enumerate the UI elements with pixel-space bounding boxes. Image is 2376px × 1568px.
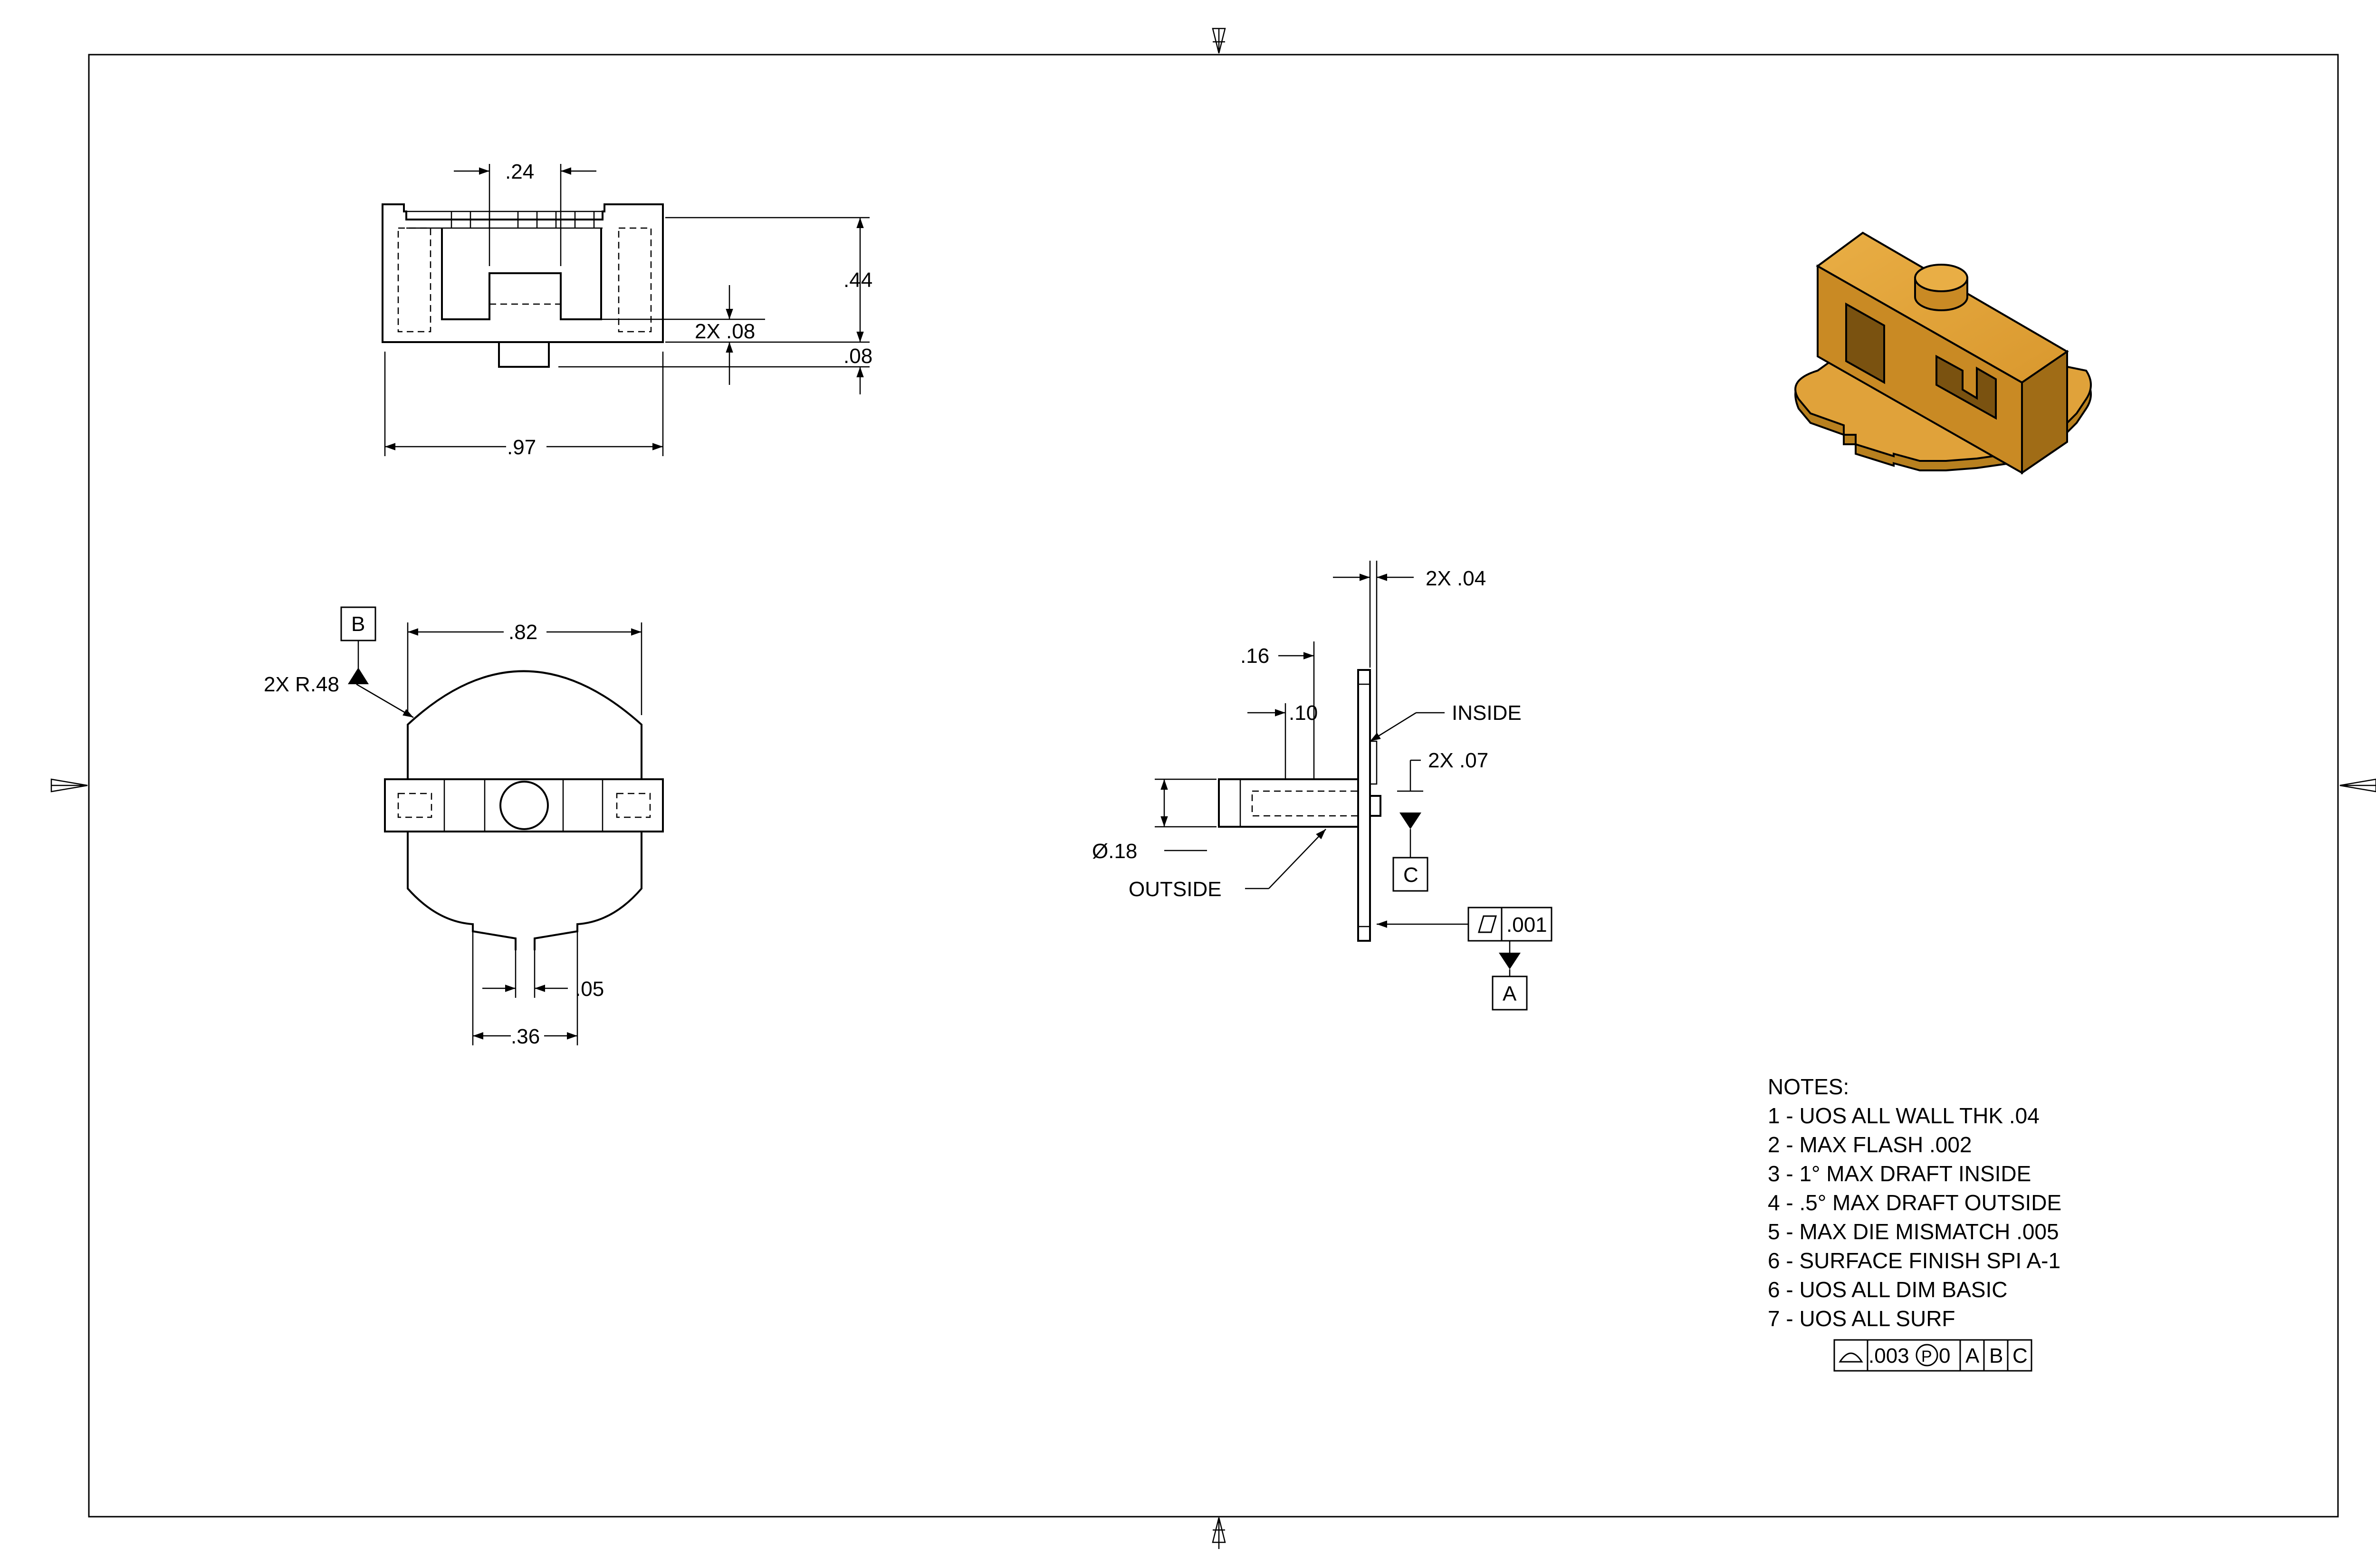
fcf-datum-b: B [1989,1344,2003,1367]
label-outside: OUTSIDE [1129,878,1222,901]
dim-slot-width: .24 [505,160,534,183]
note-line-1: 1 - UOS ALL WALL THK .04 [1768,1103,2040,1128]
note-line-2: 2 - MAX FLASH .002 [1768,1132,1972,1157]
note-line-5: 5 - MAX DIE MISMATCH .005 [1768,1219,2059,1244]
note-line-6: 6 - SURFACE FINISH SPI A-1 [1768,1248,2060,1273]
fcf-datum-c: C [2012,1344,2028,1367]
datum-c-label: C [1403,863,1418,887]
isometric-part-render [1794,231,2092,475]
front-view [340,606,664,1045]
notes-block: NOTES: 1 - UOS ALL WALL THK .04 2 - MAX … [1768,1074,2061,1331]
dim-datum-c-offset: 2X .07 [1428,749,1488,772]
surface-profile-fcf: .003 P 0 A B C [1833,1339,2032,1372]
fcf-modifier: P [1921,1348,1932,1366]
dim-boss-step: .10 [1289,701,1318,725]
fcf-projection: 0 [1939,1344,1950,1367]
flatness-value: .001 [1506,913,1547,937]
dim-boss-len: .16 [1240,644,1269,668]
note-line-3: 3 - 1° MAX DRAFT INSIDE [1768,1161,2031,1186]
datum-b-label: B [351,612,365,636]
dim-boss: .08 [843,344,872,368]
surface-profile-icon [1839,1352,1863,1363]
dim-notch: .05 [575,977,604,1001]
datum-a-label: A [1503,982,1517,1005]
dim-radius: 2X R.48 [264,673,339,696]
dim-height: .44 [843,268,872,292]
label-inside: INSIDE [1452,701,1522,725]
dim-span: .82 [508,621,537,644]
sheet-border [88,54,2339,1518]
dim-step: 2X .08 [695,320,755,343]
note-line-4: 4 - .5° MAX DRAFT OUTSIDE [1768,1190,2061,1215]
fcf-tolerance: .003 [1868,1344,1909,1367]
note-line-7: 6 - UOS ALL DIM BASIC [1768,1277,2007,1302]
projected-tolerance-icon [1916,1344,1938,1367]
notes-header: NOTES: [1768,1074,1849,1099]
dim-boss-dia: Ø.18 [1092,840,1137,863]
top-view [382,164,870,456]
note-line-8: 7 - UOS ALL SURF [1768,1306,1955,1331]
dim-wall: 2X .04 [1426,567,1486,590]
side-view [1155,561,1552,1011]
dim-overall-width: .97 [507,436,536,459]
centering-marks [50,28,2376,1549]
fcf-datum-a: A [1965,1344,1980,1367]
dim-notch-spacing: .36 [511,1025,540,1048]
